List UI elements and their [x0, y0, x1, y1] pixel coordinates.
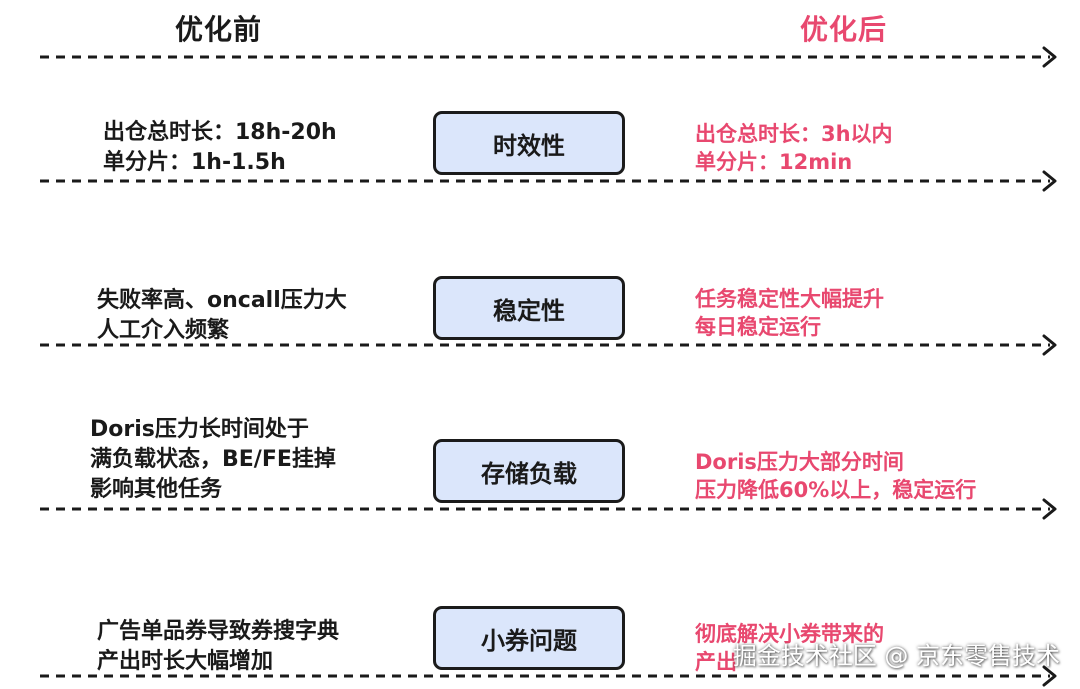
- before-line: 失败率高、oncall压力大: [97, 288, 347, 313]
- tag-box: 时效性: [433, 111, 625, 175]
- after-line: Doris压力大部分时间: [695, 450, 904, 474]
- arrow-head-icon: [1042, 498, 1057, 520]
- before-text: Doris压力长时间处于 满负载状态，BE/FE挂掉 影响其他任务: [90, 415, 336, 505]
- arrow-head-icon: [1042, 334, 1057, 356]
- before-text: 广告单品券导致券搜字典 产出时长大幅增加: [97, 617, 339, 677]
- arrow-head-icon: [1042, 46, 1057, 68]
- after-text: 彻底解决小券带来的 产出: [695, 620, 884, 676]
- before-line: 满负载状态，BE/FE挂掉: [90, 447, 336, 472]
- tag-box: 存储负载: [433, 439, 625, 503]
- tag-box: 小券问题: [433, 606, 625, 670]
- before-line: 影响其他任务: [90, 477, 223, 502]
- before-line: Doris压力长时间处于: [90, 417, 309, 442]
- before-line: 人工介入频繁: [97, 318, 230, 343]
- tag-box: 稳定性: [433, 276, 625, 340]
- after-line: 任务稳定性大幅提升: [695, 287, 884, 311]
- before-text: 出仓总时长：18h-20h 单分片：1h-1.5h: [103, 118, 337, 178]
- after-line: 产出: [695, 650, 737, 674]
- before-line: 广告单品券导致券搜字典: [97, 619, 340, 644]
- after-text: 出仓总时长：3h以内 单分片：12min: [695, 120, 893, 176]
- watermark-text: 掘金技术社区 @ 京东零售技术: [732, 642, 1060, 670]
- after-line: 单分片：12min: [695, 150, 853, 174]
- after-line: 彻底解决小券带来的: [695, 622, 884, 646]
- after-header: 优化后: [800, 13, 888, 46]
- before-line: 产出时长大幅增加: [97, 649, 274, 674]
- after-text: 任务稳定性大幅提升 每日稳定运行: [695, 285, 884, 341]
- before-header: 优化前: [175, 13, 263, 46]
- before-line: 单分片：1h-1.5h: [103, 150, 286, 175]
- after-line: 出仓总时长：3h以内: [695, 122, 893, 146]
- after-line: 每日稳定运行: [695, 315, 821, 339]
- arrow-head-icon: [1042, 170, 1057, 192]
- before-line: 出仓总时长：18h-20h: [103, 120, 337, 145]
- after-text: Doris压力大部分时间 压力降低60%以上，稳定运行: [695, 448, 976, 504]
- before-text: 失败率高、oncall压力大 人工介入频繁: [97, 286, 347, 346]
- after-line: 压力降低60%以上，稳定运行: [695, 478, 977, 502]
